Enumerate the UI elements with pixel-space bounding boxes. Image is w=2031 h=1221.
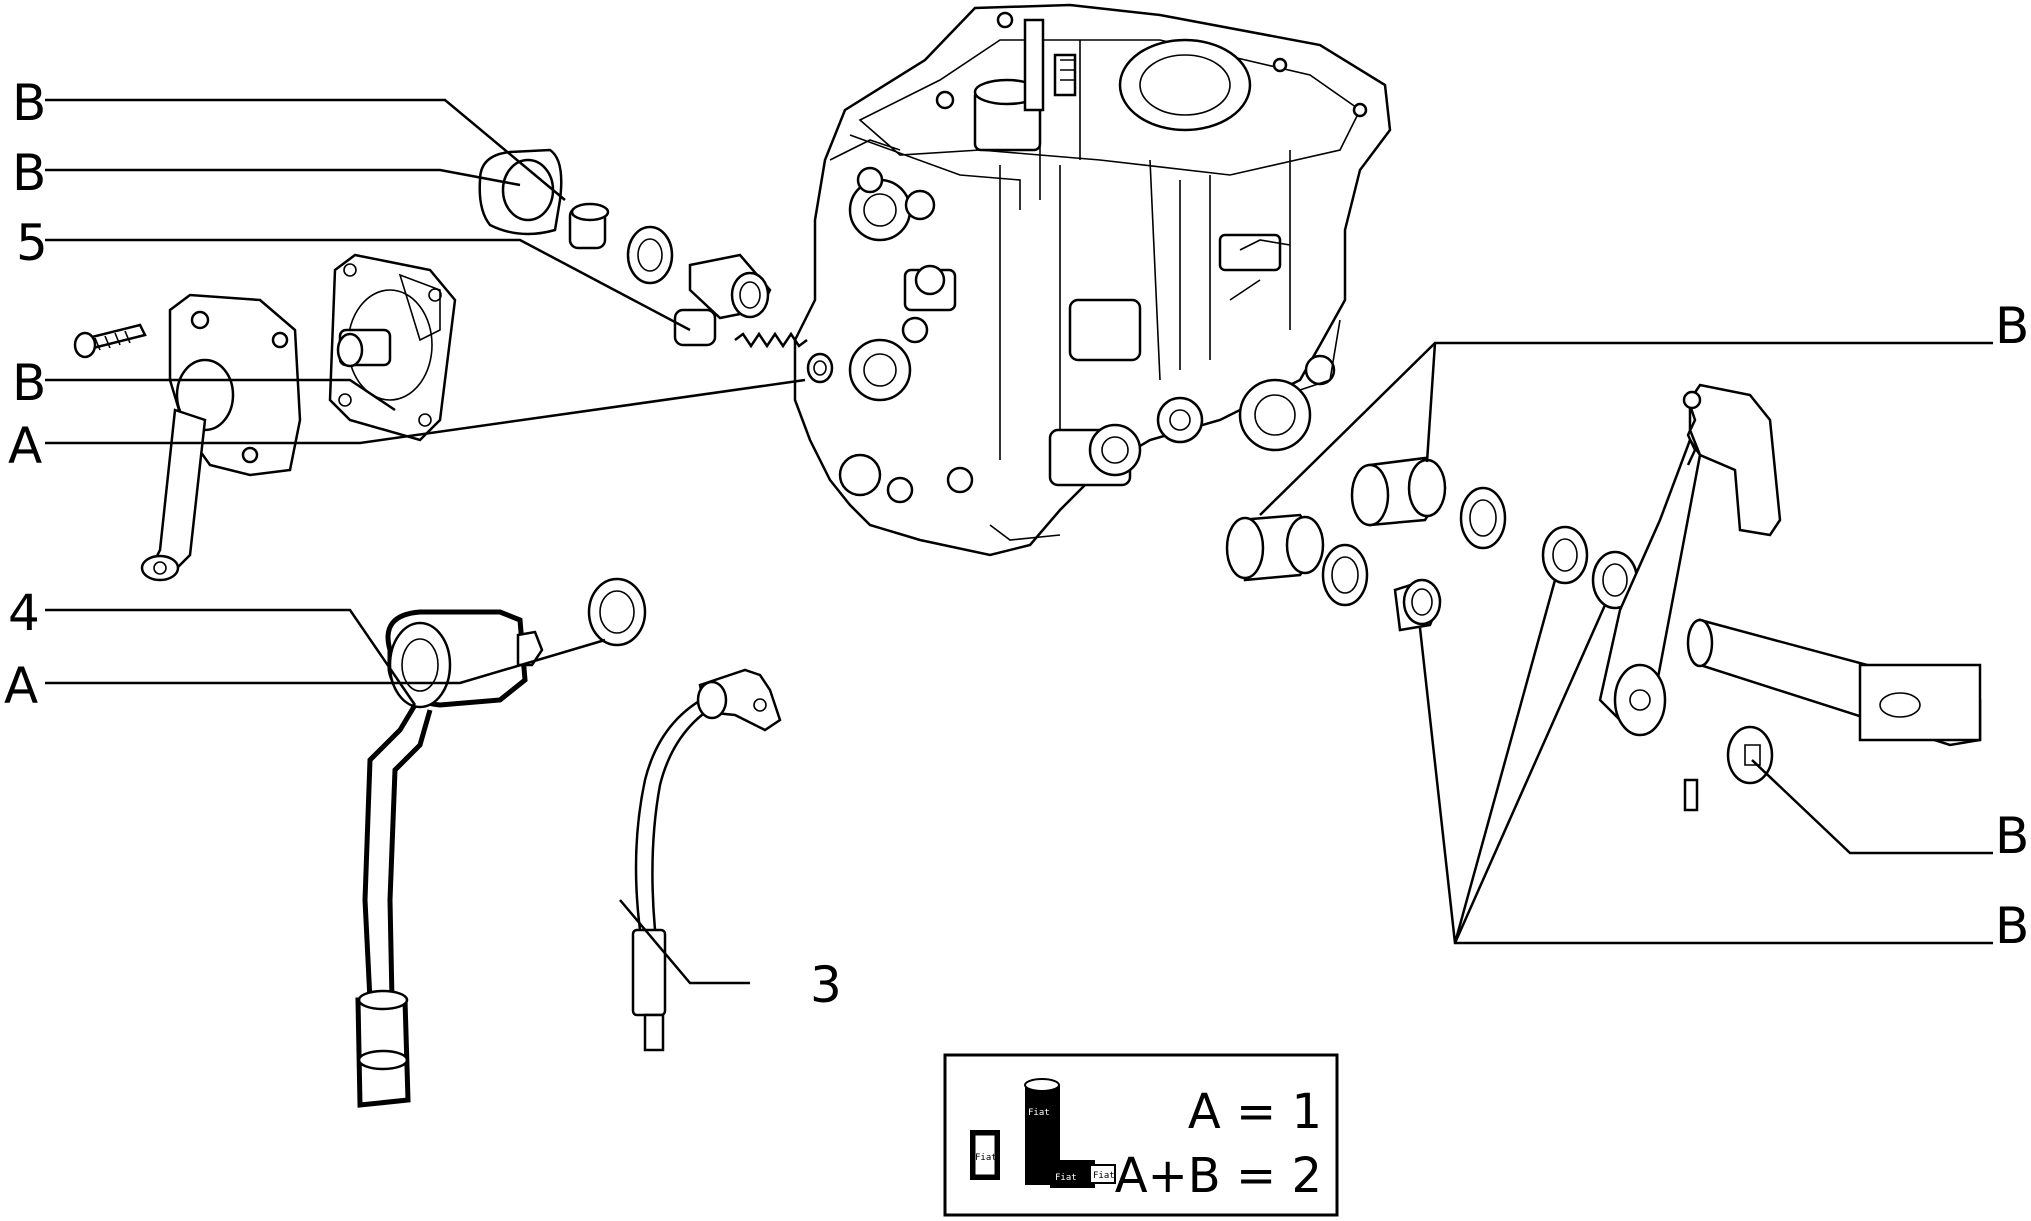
bushing-right-4: [1541, 525, 1589, 585]
kit-stamp-3: Fiat: [1093, 1171, 1115, 1181]
callout-a-2: A: [4, 657, 38, 715]
washer-upper: [626, 225, 674, 285]
callout-4: 4: [8, 584, 40, 642]
repair-kit-icon: Fiat Fiat Fiat Fiat: [970, 1078, 1116, 1188]
throttle-lever: [1598, 383, 1782, 812]
callout-b-right-2: B: [1995, 807, 2029, 865]
legend-line-a: A = 1: [1188, 1084, 1322, 1140]
kit-stamp-1: Fiat: [975, 1153, 997, 1163]
callout-5: 5: [16, 214, 48, 272]
pump-diaphragm: [328, 253, 457, 442]
callout-b-3: B: [12, 354, 46, 412]
washer-right-2: [1459, 486, 1507, 550]
ground-wire: [631, 668, 782, 1052]
bushing-right-2: [1350, 456, 1447, 527]
leader-lines: [45, 98, 1993, 985]
callout-b-2: B: [12, 144, 46, 202]
callout-a-1: A: [8, 417, 42, 475]
callout-b-1: B: [12, 74, 46, 132]
carburetor-body: [793, 3, 1392, 557]
kit-stamp-2: Fiat: [1055, 1173, 1077, 1183]
bushing-right-3: [1393, 578, 1442, 632]
screw: [73, 323, 147, 359]
pump-cover-lever: [140, 293, 302, 582]
bushing-upper-small: [568, 202, 610, 250]
callout-3: 3: [810, 956, 842, 1014]
kit-legend: Fiat Fiat Fiat Fiat A = 1 A+B = 2: [943, 1053, 1339, 1217]
callout-labels: B B 5 B A 4 A 3 B B B: [4, 74, 2029, 1014]
throttle-shaft: [1686, 618, 1982, 747]
small-bushing-five: [673, 308, 717, 347]
washer-small-a: [806, 352, 834, 384]
shaft-nut: [1726, 725, 1774, 785]
washer-large-a: [587, 577, 647, 647]
bushing-upper-large: [688, 253, 772, 320]
idle-cutoff-housing: [478, 148, 563, 236]
needle-spring: [734, 331, 808, 349]
washer-right-1: [1321, 543, 1369, 607]
bushing-right-1: [1225, 513, 1325, 582]
callout-b-right-3: B: [1995, 897, 2029, 955]
solenoid-valve: [355, 609, 544, 1108]
callout-b-right-1: B: [1995, 297, 2029, 355]
legend-line-ab: A+B = 2: [1115, 1148, 1322, 1204]
kit-tube-text: Fiat: [1028, 1108, 1050, 1118]
